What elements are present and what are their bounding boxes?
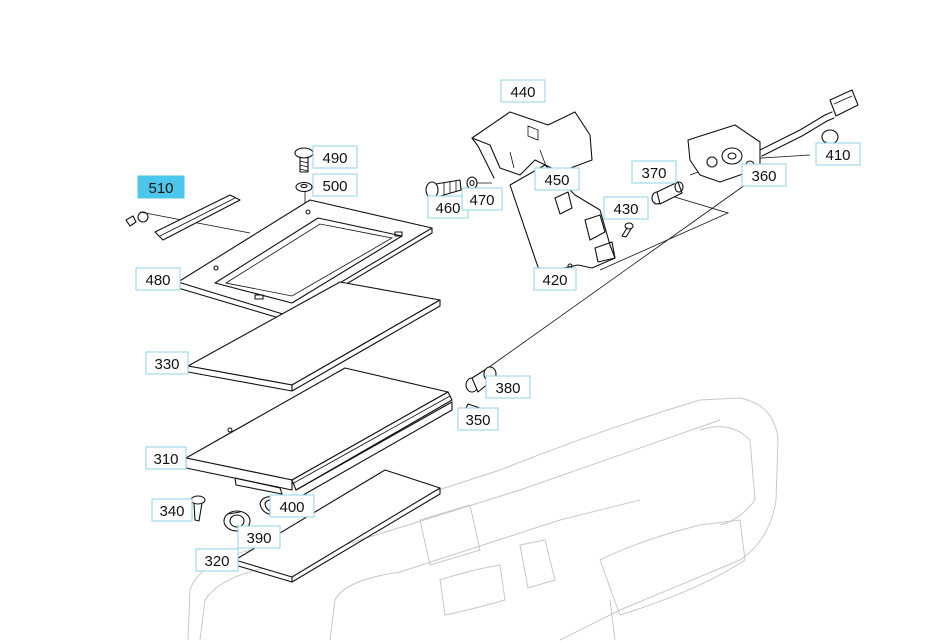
callout-label: 310 [153,451,178,468]
callout-label: 360 [751,168,776,185]
callout-box [533,267,577,291]
callout-410[interactable]: 410 [815,142,861,166]
callout-360[interactable]: 360 [741,163,787,187]
callout-box [815,142,861,166]
callout-label: 370 [641,165,666,182]
callout-320[interactable]: 320 [195,548,239,572]
part-330-panel[interactable] [187,281,441,392]
callout-labels: 510 480 490 500 440 450 460 470 430 420 370 360 410 3… [135,79,861,572]
part-310-lid[interactable] [185,367,453,499]
callout-310[interactable]: 310 [145,446,187,470]
part-430-screw[interactable] [621,222,634,238]
callout-label: 440 [510,84,535,101]
callout-label: 480 [145,272,170,289]
callout-box [195,548,239,572]
callout-box [312,145,358,169]
part-510-strip[interactable] [125,194,241,241]
callout-label: 490 [322,150,347,167]
callout-box [534,167,580,191]
callout-450[interactable]: 450 [534,167,580,191]
callout-330[interactable]: 330 [145,351,189,375]
callout-label: 420 [542,272,567,289]
callout-box [485,375,531,399]
callout-label: 400 [279,499,304,516]
part-460-bolt[interactable] [425,179,462,199]
callout-430[interactable]: 430 [603,196,649,220]
callout-380[interactable]: 380 [485,375,531,399]
callout-510[interactable]: 510 [137,175,185,199]
callout-440[interactable]: 440 [500,79,546,103]
callout-label: 450 [544,172,569,189]
callout-500[interactable]: 500 [312,173,358,197]
callout-label: 510 [148,180,173,197]
callout-label: 500 [322,178,347,195]
callout-480[interactable]: 480 [135,267,181,291]
callout-box [135,267,181,291]
callout-box [500,79,546,103]
callout-label: 380 [495,380,520,397]
callout-340[interactable]: 340 [151,498,193,522]
part-470-washer[interactable] [466,176,478,190]
part-440-bracket[interactable] [471,111,593,179]
callout-box [631,160,677,184]
callout-390[interactable]: 390 [237,525,281,549]
callout-label: 330 [154,356,179,373]
callout-box [457,407,499,431]
part-340-pin[interactable] [190,495,206,522]
callout-box [269,494,315,518]
callout-label: 350 [465,412,490,429]
callout-label: 410 [825,147,850,164]
callout-420[interactable]: 420 [533,267,577,291]
callout-box [237,525,281,549]
callout-box [461,187,503,211]
part-500-washer[interactable] [295,181,313,193]
callout-box [312,173,358,197]
callout-460[interactable]: 460 [427,195,469,219]
callout-label: 460 [435,200,460,217]
callout-490[interactable]: 490 [312,145,358,169]
callout-box [145,446,187,470]
callout-box [603,196,649,220]
callout-label: 470 [469,192,494,209]
callout-label: 340 [159,503,184,520]
callout-350[interactable]: 350 [457,407,499,431]
callout-box [137,175,185,199]
callout-470[interactable]: 470 [461,187,503,211]
callout-400[interactable]: 400 [269,494,315,518]
part-490-screw[interactable] [294,147,314,173]
callout-370[interactable]: 370 [631,160,677,184]
callout-label: 390 [246,530,271,547]
callout-box [145,351,189,375]
callout-label: 430 [613,201,638,218]
callout-box [741,163,787,187]
part-370-sleeve[interactable] [651,181,684,205]
callout-label: 320 [204,553,229,570]
callout-box [151,498,193,522]
